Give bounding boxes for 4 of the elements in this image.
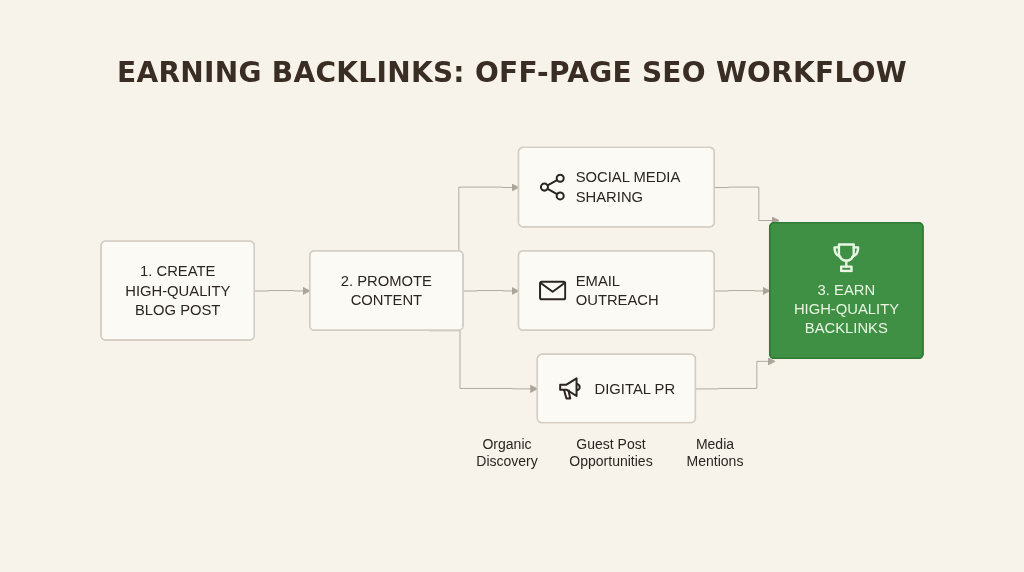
diagram-title: EARNING BACKLINKS: OFF-PAGE SEO WORKFLOW	[117, 56, 907, 89]
note-text: Guest Post Opportunities	[568, 436, 654, 470]
note-text: Organic Discovery	[475, 436, 539, 470]
note-text: Media Mentions	[685, 436, 745, 470]
